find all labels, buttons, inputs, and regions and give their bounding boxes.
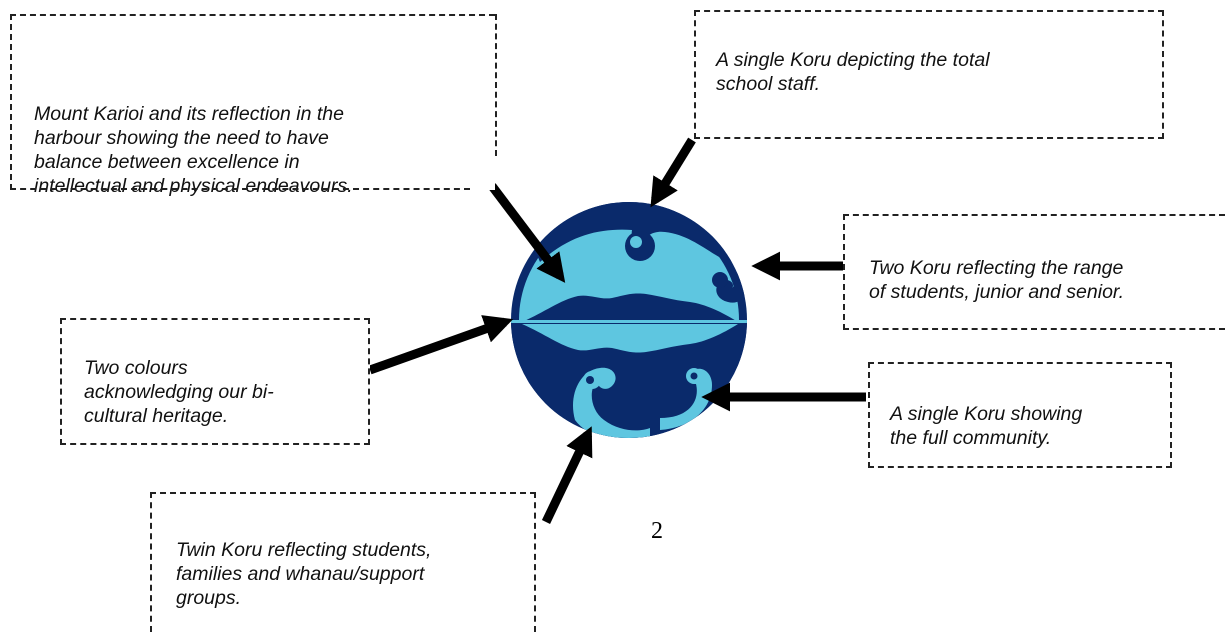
callout-border-bottom <box>10 188 470 190</box>
koru-logo-icon <box>511 202 747 438</box>
arrow-karioi <box>488 183 566 283</box>
arrow-colours <box>368 315 514 375</box>
callout-border-right <box>495 14 497 156</box>
callout-text: Mount Karioi and its reflection in the h… <box>34 103 353 197</box>
callout-students-koru: Two Koru reflecting the range of student… <box>843 214 1225 330</box>
callout-twin-koru: Twin Koru reflecting students, families … <box>150 492 536 632</box>
callout-mount-karioi: Mount Karioi and its reflection in the h… <box>10 14 497 197</box>
arrow-twin <box>541 426 593 524</box>
callout-text: A single Koru depicting the total school… <box>716 49 990 95</box>
callout-staff-koru: A single Koru depicting the total school… <box>694 10 1164 139</box>
callout-community-koru: A single Koru showing the full community… <box>868 362 1172 468</box>
callout-text: Two colours acknowledging our bi- cultur… <box>84 357 274 427</box>
callout-text: A single Koru showing the full community… <box>890 403 1083 449</box>
page-number: 2 <box>651 518 663 544</box>
callout-two-colours: Two colours acknowledging our bi- cultur… <box>60 318 370 445</box>
callout-text: Two Koru reflecting the range of student… <box>869 257 1125 303</box>
callout-text: Twin Koru reflecting students, families … <box>176 539 432 609</box>
koru-diagram <box>368 137 866 524</box>
arrow-staff <box>650 137 696 208</box>
